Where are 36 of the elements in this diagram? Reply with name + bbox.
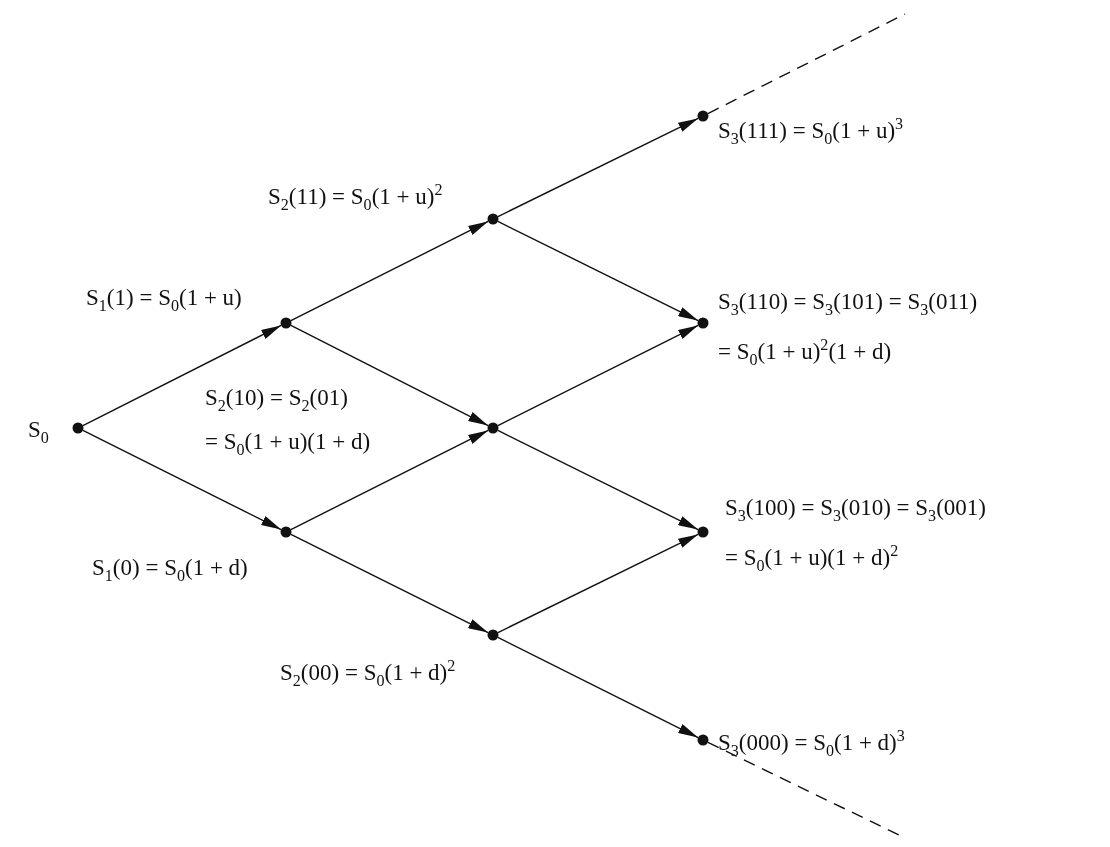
arrow <box>497 324 699 427</box>
node-label: S$_{3}$(000) = S$_{0}$(1 + d)$^{3}$ <box>718 729 905 755</box>
node-label: S$_{1}$(1) = S$_{0}$(1 + u) <box>86 285 242 310</box>
arrow <box>290 429 489 531</box>
node-label: = S$_{0}$(1 + u)(1 + d)$^{2}$ <box>725 545 899 571</box>
node-label: S$_{1}$(0) = S$_{0}$(1 + d) <box>92 555 248 580</box>
node-label: S$_{2}$(11) = S$_{0}$(1 + u)$^{2}$ <box>268 183 443 209</box>
dashed-line <box>707 13 906 115</box>
arrow <box>497 533 699 634</box>
node-label: S$_{3}$(110) = S$_{3}$(101) = S$_{3}$(011) <box>718 289 978 314</box>
node-label: S$_{0}$ <box>28 417 49 442</box>
node-label: S$_{3}$(100) = S$_{3}$(010) = S$_{3}$(001) <box>725 495 986 520</box>
node-dot <box>280 526 292 538</box>
node-label: S$_{3}$(111) = S$_{0}$(1 + u)$^{3}$ <box>718 117 904 143</box>
arrow <box>290 533 489 634</box>
node-dot <box>487 629 499 641</box>
node-dot <box>697 317 709 329</box>
arrow <box>497 636 699 739</box>
node-label: S$_{2}$(10) = S$_{2}$(01) <box>205 385 348 410</box>
node-label: S$_{2}$(00) = S$_{0}$(1 + d)$^{2}$ <box>280 659 456 685</box>
node-label: = S$_{0}$(1 + u)$^{2}$(1 + d) <box>718 339 892 365</box>
arrow <box>497 220 699 322</box>
arrow <box>82 429 282 531</box>
node-dot <box>697 110 709 122</box>
node-dot <box>487 422 499 434</box>
arrow <box>290 220 489 322</box>
node-dot <box>697 734 709 746</box>
node-dot <box>72 422 84 434</box>
arrow <box>497 429 699 531</box>
node-label: = S$_{0}$(1 + u)(1 + d) <box>205 428 371 454</box>
arrow <box>290 324 489 427</box>
node-dot <box>697 526 709 538</box>
node-dot <box>487 213 499 225</box>
node-dot <box>280 317 292 329</box>
arrow <box>497 117 699 218</box>
arrow <box>82 324 282 427</box>
